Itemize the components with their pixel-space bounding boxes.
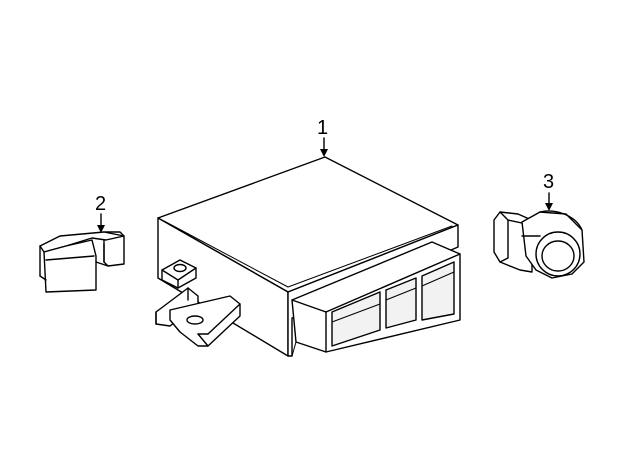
parking-sensor: 3 <box>493 171 585 279</box>
clip-front <box>43 239 97 293</box>
callout-2-label: 2 <box>95 193 106 215</box>
callout-1-arrowhead <box>320 149 328 157</box>
callout-2-arrowhead <box>97 225 105 233</box>
module-mount-tab-upper <box>161 259 197 289</box>
control-module: 1 <box>155 117 461 357</box>
callout-3-label: 3 <box>543 171 554 193</box>
module-mount-bracket-lower <box>155 287 241 347</box>
module-connector <box>291 241 461 357</box>
connector-port-a <box>331 291 381 347</box>
callout-1-label: 1 <box>317 117 328 139</box>
sensor-face-inner <box>541 240 575 272</box>
callout-3-arrowhead <box>545 203 553 211</box>
sensor-face-outer <box>535 231 581 277</box>
clip: 2 <box>39 193 125 293</box>
module-top-edge <box>163 220 453 288</box>
connector-port-c <box>421 261 455 321</box>
